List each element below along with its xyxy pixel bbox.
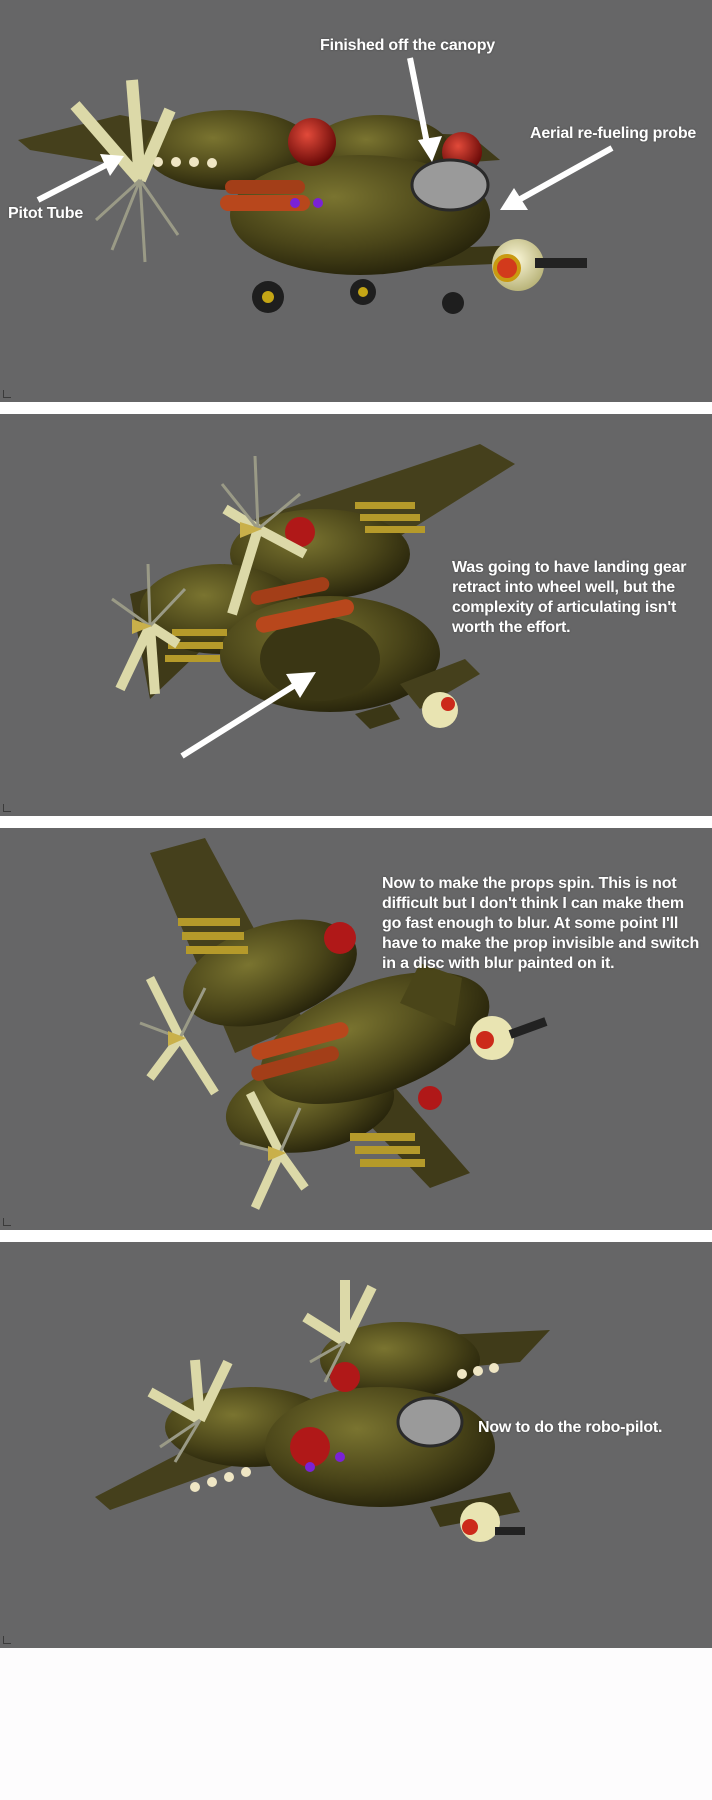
panel-divider [0, 1230, 712, 1242]
probe-callout: Aerial re-fueling probe [530, 125, 697, 142]
landing-gear-note: Was going to have landing gear retract i… [452, 559, 687, 636]
viewport-axis-marker [3, 1218, 11, 1226]
aircraft-render-2 [111, 444, 515, 759]
render-panel-1: Finished off the canopy Aerial re-fuelin… [0, 0, 712, 402]
render-panel-4: Now to do the robo-pilot. [0, 1242, 712, 1648]
render-panel-2: Was going to have landing gear retract i… [0, 414, 712, 816]
aircraft-render-3 [139, 838, 548, 1210]
aircraft-render-4 [95, 1280, 550, 1542]
props-spin-note: Now to make the props spin. This is not … [382, 875, 700, 972]
viewport-axis-marker [3, 390, 11, 398]
viewport-axis-marker [3, 804, 11, 812]
robo-pilot-note: Now to do the robo-pilot. [478, 1419, 663, 1436]
panel-divider [0, 816, 712, 828]
viewport-axis-marker [3, 1636, 11, 1644]
render-panel-3: Now to make the props spin. This is not … [0, 828, 712, 1230]
pitot-callout: Pitot Tube [8, 205, 84, 222]
canopy-callout: Finished off the canopy [320, 37, 495, 54]
panel-divider [0, 402, 712, 414]
aircraft-render-1 [18, 57, 614, 314]
